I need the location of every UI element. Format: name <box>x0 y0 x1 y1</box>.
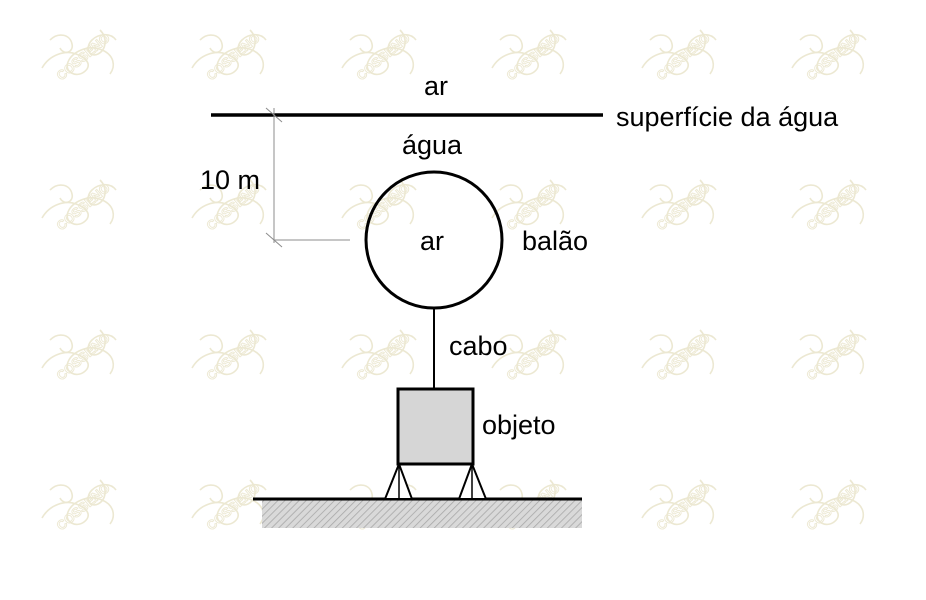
watermark-text: COSSENO <box>203 30 262 83</box>
watermark-text: COSSENO <box>803 480 862 533</box>
watermark-logo: COSSENO <box>641 479 717 534</box>
watermark-logo: COSSENO <box>41 329 117 384</box>
watermark-text: COSSENO <box>353 30 412 83</box>
air-inside-label: ar <box>420 226 444 256</box>
watermark-logo: COSSENO <box>191 479 267 534</box>
watermark-logo: COSSENO <box>341 179 417 234</box>
watermark-text: COSSENO <box>653 180 712 233</box>
watermark-text: COSSENO <box>203 330 262 383</box>
watermark-logo: COSSENO <box>341 29 417 84</box>
watermark-text: COSSENO <box>53 30 112 83</box>
object-box <box>396 387 475 466</box>
ground-hatch <box>262 499 582 528</box>
watermark-logo: COSSENO <box>41 179 117 234</box>
watermark-text: COSSENO <box>803 30 862 83</box>
object-label: objeto <box>482 410 556 440</box>
watermark-text: COSSENO <box>653 330 712 383</box>
watermark-text: COSSENO <box>653 30 712 83</box>
watermark-logo: COSSENO <box>641 29 717 84</box>
watermark-text: COSSENO <box>503 30 562 83</box>
watermark-logo: COSSENO <box>191 329 267 384</box>
cable-label: cabo <box>449 331 508 361</box>
watermark-text: COSSENO <box>503 330 562 383</box>
watermark-text: COSSENO <box>203 480 262 533</box>
watermark-logo: COSSENO <box>641 179 717 234</box>
watermark-text: COSSENO <box>53 330 112 383</box>
watermark-logo: COSSENO <box>791 29 867 84</box>
depth-label: 10 m <box>200 165 260 195</box>
watermark-logo: COSSENO <box>191 29 267 84</box>
watermark-text: COSSENO <box>653 480 712 533</box>
water-label: água <box>402 130 463 160</box>
watermark-logo: COSSENO <box>791 179 867 234</box>
watermark-logo: COSSENO <box>491 29 567 84</box>
watermark-text: COSSENO <box>53 480 112 533</box>
watermark-logo: COSSENO <box>341 329 417 384</box>
watermark-logo: COSSENO <box>641 329 717 384</box>
air-top-label: ar <box>424 71 448 101</box>
watermark-text: COSSENO <box>353 180 412 233</box>
depth-tick-top <box>265 107 283 123</box>
watermark-logo: COSSENO <box>791 329 867 384</box>
balloon-label: balão <box>522 226 588 256</box>
watermark-logo: COSSENO <box>41 479 117 534</box>
watermark-logo: COSSENO <box>791 479 867 534</box>
watermark-text: COSSENO <box>353 330 412 383</box>
watermark-text: COSSENO <box>53 180 112 233</box>
water-surface-label: superfície da água <box>616 102 839 132</box>
watermark-logo: COSSENO <box>41 29 117 84</box>
watermark-text: COSSENO <box>803 330 862 383</box>
watermark-text: COSSENO <box>803 180 862 233</box>
